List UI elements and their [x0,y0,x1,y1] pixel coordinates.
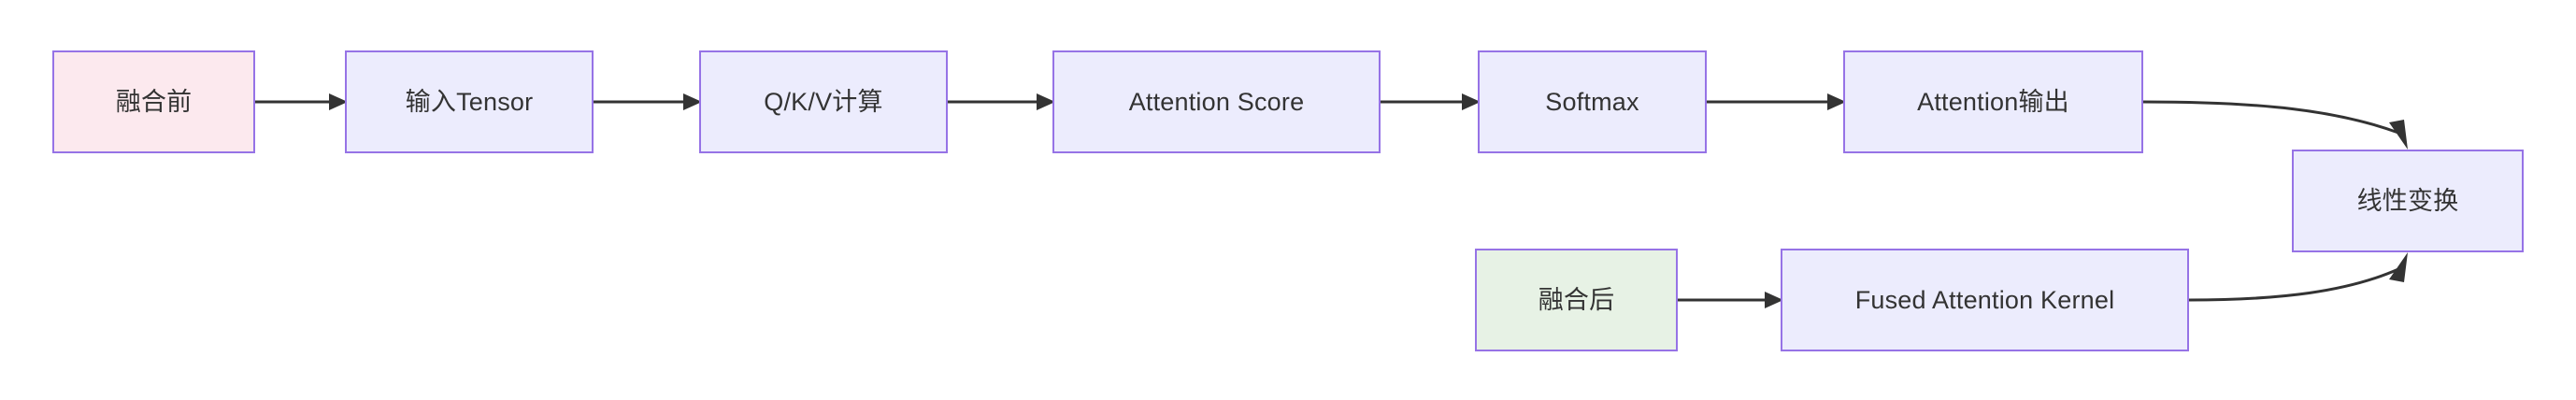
node-fused-attention-kernel[interactable]: Fused Attention Kernel [1781,249,2189,351]
node-post-fusion[interactable]: 融合后 [1475,249,1678,351]
node-label: Q/K/V计算 [764,87,883,116]
node-label: 线性变换 [2356,186,2459,215]
node-softmax[interactable]: Softmax [1478,50,1707,153]
node-label: Softmax [1545,87,1639,116]
edge-attnout-to-linear [2142,100,2408,150]
node-attention-output[interactable]: Attention输出 [1843,50,2143,153]
edge-post-to-fused [1678,292,1783,308]
node-label: Attention输出 [1917,87,2069,116]
node-label: 输入Tensor [405,87,534,116]
edge-fused-to-linear [2188,252,2408,302]
node-label: 融合前 [115,87,193,116]
edge-input-to-qkv [594,93,702,110]
node-pre-fusion[interactable]: 融合前 [52,50,255,153]
node-attention-score[interactable]: Attention Score [1052,50,1381,153]
node-label: Attention Score [1128,87,1305,116]
node-label: 融合后 [1538,285,1615,314]
node-qkv-compute[interactable]: Q/K/V计算 [699,50,948,153]
edge-pre-to-input [255,93,348,110]
edge-qkv-to-score [948,93,1055,110]
node-label: Fused Attention Kernel [1854,285,2115,314]
node-linear-transform[interactable]: 线性变换 [2292,150,2524,252]
edge-score-to-softmax [1381,93,1481,110]
edge-softmax-to-attnout [1707,93,1846,110]
node-input-tensor[interactable]: 输入Tensor [345,50,594,153]
